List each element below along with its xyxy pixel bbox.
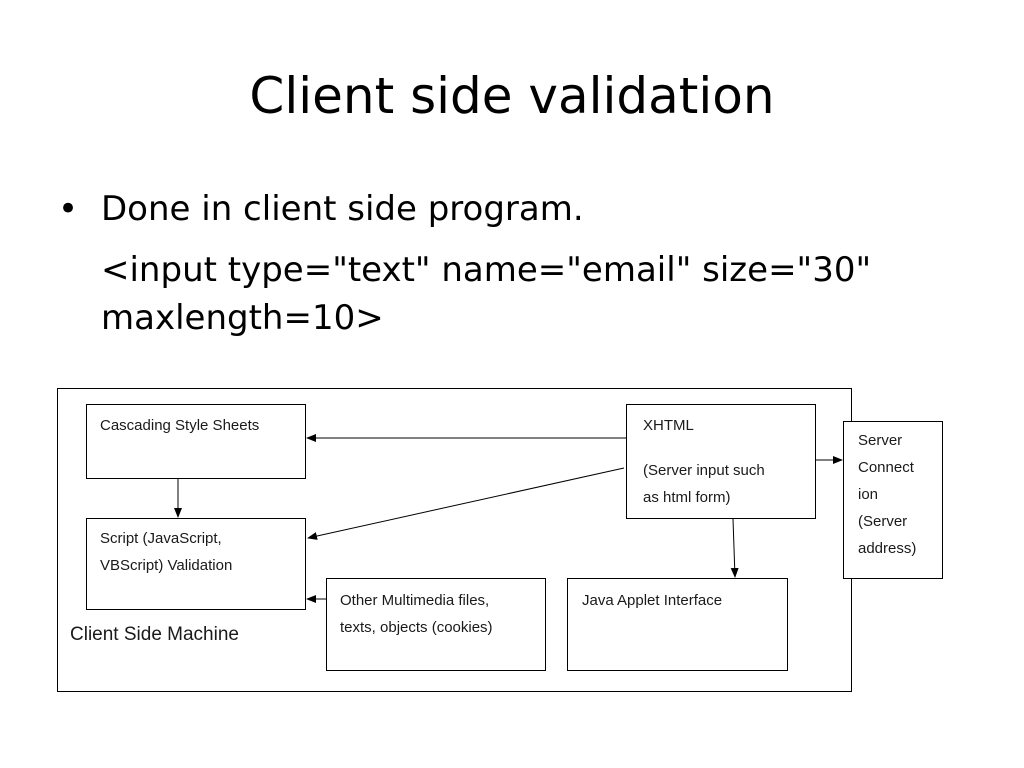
server-node-line3: ion [858, 486, 879, 503]
server-node-line2: Connect [858, 459, 914, 476]
multimedia-node-line1: Other Multimedia files, [340, 592, 490, 609]
server-node: Server Connect ion (Server address) [843, 421, 943, 579]
script-node-line1: Script (JavaScript, [100, 530, 222, 547]
multimedia-node: Other Multimedia files, texts, objects (… [326, 578, 546, 671]
xhtml-node-line1: XHTML [643, 417, 694, 434]
script-node: Script (JavaScript, VBScript) Validation [86, 518, 306, 610]
script-node-line2: VBScript) Validation [100, 557, 233, 574]
bullet-dot: • [58, 189, 79, 229]
xhtml-node-line2: (Server input such [643, 462, 765, 479]
slide-title: Client side validation [249, 67, 775, 125]
bullet-text: Done in client side program. [101, 189, 584, 229]
server-node-line4: (Server [858, 513, 908, 530]
css-node-label: Cascading Style Sheets [100, 417, 260, 434]
multimedia-node-line2: texts, objects (cookies) [340, 619, 493, 636]
xhtml-node: XHTML (Server input such as html form) [626, 404, 816, 519]
code-line-1: <input type="text" name="email" size="30… [101, 250, 872, 290]
code-line-2: maxlength=10> [101, 298, 384, 338]
applet-node-label: Java Applet Interface [582, 592, 723, 609]
css-node: Cascading Style Sheets [86, 404, 306, 479]
server-node-line5: address) [858, 540, 917, 557]
client-side-machine-label: Client Side Machine [70, 624, 239, 645]
server-node-line1: Server [858, 432, 903, 449]
xhtml-node-line3: as html form) [643, 489, 731, 506]
applet-node: Java Applet Interface [567, 578, 788, 671]
